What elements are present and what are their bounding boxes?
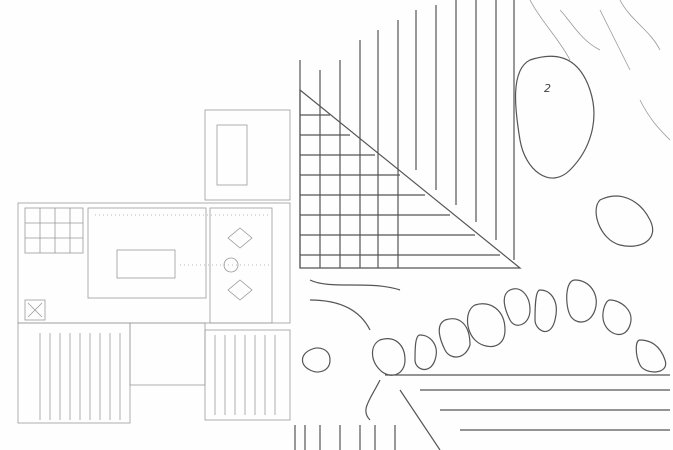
garden: 2 [301, 0, 671, 421]
roof-lines [294, 0, 670, 450]
stone-label: 2 [544, 82, 551, 95]
floor-plan [17, 109, 291, 424]
